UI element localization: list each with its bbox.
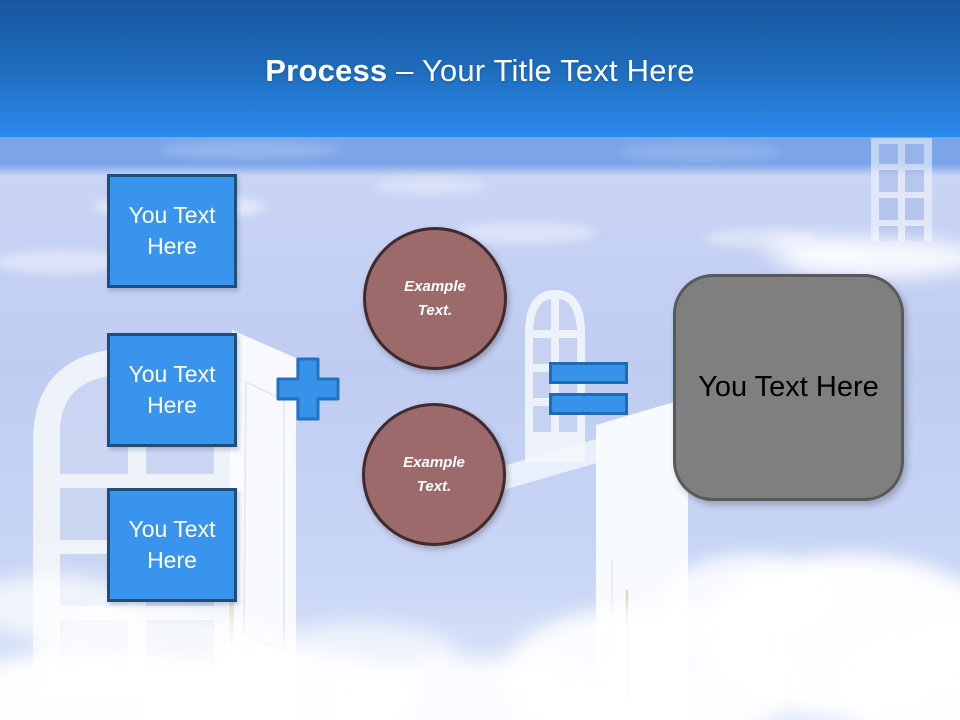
equals-bar-bottom bbox=[549, 393, 628, 415]
big-clouds bbox=[0, 235, 960, 720]
example-circle-1-label: Example Text. bbox=[404, 277, 466, 319]
background-door-right bbox=[871, 138, 932, 241]
example-circle-1[interactable]: Example Text. bbox=[363, 227, 507, 370]
equals-icon bbox=[549, 362, 628, 415]
text-placeholder-3-label: You Text Here bbox=[128, 515, 216, 573]
text-placeholder-2[interactable]: You Text Here bbox=[107, 333, 237, 447]
result-placeholder-label: You Text Here bbox=[698, 371, 879, 403]
example-circle-2[interactable]: Example Text. bbox=[362, 403, 506, 546]
text-placeholder-1[interactable]: You Text Here bbox=[107, 174, 237, 288]
text-placeholder-3[interactable]: You Text Here bbox=[107, 488, 237, 602]
result-placeholder[interactable]: You Text Here bbox=[673, 274, 904, 501]
example-circle-2-label: Example Text. bbox=[403, 453, 465, 495]
page-title[interactable]: Process – Your Title Text Here bbox=[0, 53, 960, 89]
text-placeholder-1-label: You Text Here bbox=[128, 201, 216, 259]
plus-icon bbox=[275, 356, 341, 427]
title-keyword: Process bbox=[265, 53, 388, 88]
slide-header: Process – Your Title Text Here bbox=[0, 0, 960, 137]
sky-band bbox=[0, 137, 960, 164]
equals-bar-top bbox=[549, 362, 628, 384]
text-placeholder-2-label: You Text Here bbox=[128, 360, 216, 418]
title-text: – Your Title Text Here bbox=[396, 53, 695, 88]
